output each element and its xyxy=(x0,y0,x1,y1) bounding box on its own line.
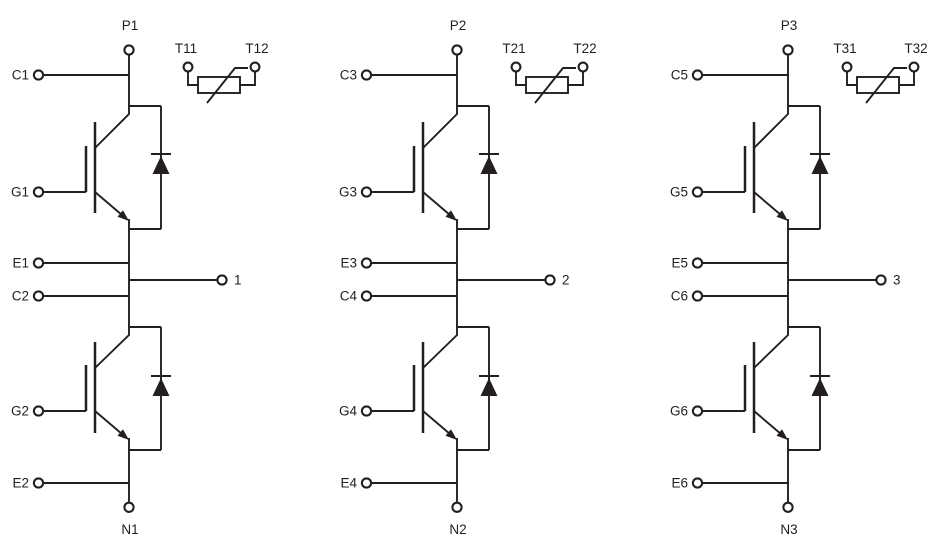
phase-2-labels: P2 C3 G3 E3 C4 G4 E4 2 N2 T21 T22 xyxy=(339,18,597,537)
thermistor-t1-label: T31 xyxy=(833,41,856,56)
phase-output-label: 1 xyxy=(234,273,242,288)
dc-plus-label: P1 xyxy=(122,18,139,33)
phase-1-leg xyxy=(32,44,261,514)
dc-minus-label: N1 xyxy=(121,522,138,537)
thermistor-t1-label: T11 xyxy=(175,41,197,56)
phase-output-label: 2 xyxy=(562,273,570,288)
thermistor-t2-label: T22 xyxy=(573,41,596,56)
phase-3-leg xyxy=(691,44,920,514)
lower-collector-label: C6 xyxy=(671,289,688,304)
thermistor-t2-label: T32 xyxy=(904,41,927,56)
dc-plus-label: P2 xyxy=(450,18,467,33)
lower-emitter-label: E6 xyxy=(671,476,688,491)
lower-emitter-label: E4 xyxy=(340,476,357,491)
phase-1-labels: P1 C1 G1 E1 C2 G2 E2 1 N1 T11 T12 xyxy=(11,18,269,537)
phase-3-labels: P3 C5 G5 E5 C6 G6 E6 3 N3 T31 T32 xyxy=(670,18,928,537)
phase-2-leg xyxy=(360,44,589,514)
upper-emitter-label: E5 xyxy=(671,256,688,271)
phase-output-label: 3 xyxy=(893,273,901,288)
lower-gate-label: G4 xyxy=(339,404,358,419)
upper-emitter-label: E3 xyxy=(340,256,357,271)
upper-collector-label: C5 xyxy=(671,68,688,83)
lower-gate-label: G6 xyxy=(670,404,688,419)
dc-minus-label: N2 xyxy=(449,522,466,537)
upper-collector-label: C3 xyxy=(340,68,357,83)
upper-gate-label: G3 xyxy=(339,185,357,200)
dc-plus-label: P3 xyxy=(781,18,798,33)
dc-minus-label: N3 xyxy=(780,522,797,537)
lower-gate-label: G2 xyxy=(11,404,29,419)
upper-collector-label: C1 xyxy=(12,68,29,83)
upper-gate-label: G5 xyxy=(670,185,688,200)
lower-collector-label: C2 xyxy=(12,289,29,304)
lower-collector-label: C4 xyxy=(340,289,358,304)
thermistor-t2-label: T12 xyxy=(245,41,268,56)
upper-gate-label: G1 xyxy=(11,185,29,200)
upper-emitter-label: E1 xyxy=(12,256,29,271)
lower-emitter-label: E2 xyxy=(12,476,29,491)
thermistor-t1-label: T21 xyxy=(502,41,525,56)
